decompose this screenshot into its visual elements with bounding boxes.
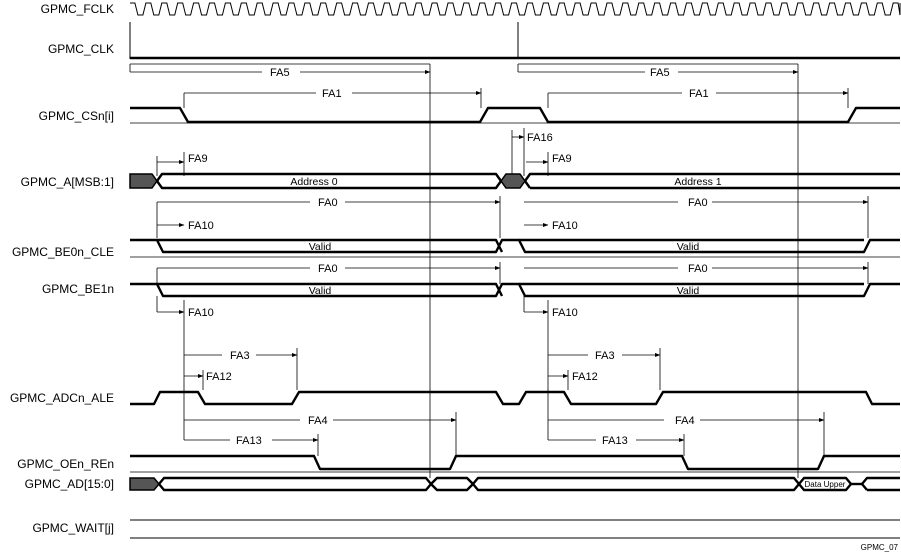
be1-valid-2: Valid xyxy=(677,285,700,297)
fa10-be1-timing: FA10 FA10 xyxy=(156,296,578,319)
fa1-label-1: FA1 xyxy=(322,88,342,100)
fa10-label-3: FA10 xyxy=(188,307,214,319)
fa12-label-1: FA12 xyxy=(206,371,232,383)
reference-lines xyxy=(183,64,799,478)
data-upper-value: Data Upper xyxy=(805,480,846,489)
address-bus: Address 0 Address 1 xyxy=(129,172,900,190)
fa4-label-2: FA4 xyxy=(675,415,695,427)
label-gpmc-ad: GPMC_AD[15:0] xyxy=(25,477,114,491)
wait-waveform xyxy=(130,519,900,539)
fa9-timing: FA9 FA9 xyxy=(156,152,572,176)
fa4-fa13-timing: FA4 FA13 FA4 FA13 xyxy=(184,412,825,456)
oen-waveform xyxy=(130,454,900,473)
label-gpmc-csn: GPMC_CSn[i] xyxy=(39,109,114,123)
fa13-label-1: FA13 xyxy=(236,435,262,447)
fa0-be0-timing: FA0 FA0 FA10 FA10 xyxy=(156,196,869,238)
fa1-timing: FA1 FA1 xyxy=(183,88,849,108)
fa9-label-2: FA9 xyxy=(552,153,572,165)
figure-id: GPMC_07 xyxy=(861,543,899,552)
label-gpmc-oen-ren: GPMC_OEn_REn xyxy=(17,457,114,471)
label-gpmc-a: GPMC_A[MSB:1] xyxy=(21,175,114,189)
be0-valid-2: Valid xyxy=(677,241,700,253)
label-gpmc-fclk: GPMC_FCLK xyxy=(41,2,114,16)
signal-labels: GPMC_FCLK GPMC_CLK GPMC_CSn[i] GPMC_A[MS… xyxy=(10,2,114,535)
clk-waveform xyxy=(129,22,900,60)
fa10-label-1: FA10 xyxy=(188,220,214,232)
address-1-value: Address 1 xyxy=(674,176,721,188)
be0-waveform: Valid Valid xyxy=(130,238,900,258)
fa5-label-2: FA5 xyxy=(650,67,670,79)
label-gpmc-be1n: GPMC_BE1n xyxy=(42,282,114,296)
label-gpmc-adcn-ale: GPMC_ADCn_ALE xyxy=(10,391,114,405)
label-gpmc-wait: GPMC_WAIT[j] xyxy=(32,521,114,535)
label-gpmc-be0n-cle: GPMC_BE0n_CLE xyxy=(12,245,114,259)
fa10-label-4: FA10 xyxy=(552,307,578,319)
fa0-label-2: FA0 xyxy=(688,197,708,209)
csn-waveform xyxy=(130,106,900,124)
fa0-label-1: FA0 xyxy=(318,197,338,209)
fa5-timing: FA5 FA5 xyxy=(129,63,799,79)
fa3-label-2: FA3 xyxy=(595,350,615,362)
fa4-label-1: FA4 xyxy=(308,415,328,427)
be1-valid-1: Valid xyxy=(309,285,332,297)
fa5-label-1: FA5 xyxy=(270,67,290,79)
fa9-label-1: FA9 xyxy=(188,153,208,165)
fa12-label-2: FA12 xyxy=(572,371,598,383)
be0-valid-1: Valid xyxy=(309,241,332,253)
fa16-label: FA16 xyxy=(527,132,553,144)
fa3-label-1: FA3 xyxy=(230,350,250,362)
label-gpmc-clk: GPMC_CLK xyxy=(48,42,114,56)
fa0-be1-timing: FA0 FA0 xyxy=(156,262,869,284)
fa3-fa12-timing: FA3 FA12 FA3 FA12 xyxy=(184,348,661,390)
fa10-label-2: FA10 xyxy=(552,220,578,232)
be1-waveform: Valid Valid xyxy=(130,282,900,298)
address-0-value: Address 0 xyxy=(290,176,337,188)
fa0-label-3: FA0 xyxy=(318,263,338,275)
fa1-label-2: FA1 xyxy=(689,88,709,100)
fa0-label-4: FA0 xyxy=(688,263,708,275)
adv-waveform xyxy=(130,390,900,406)
fa13-label-2: FA13 xyxy=(602,435,628,447)
fa16-timing: FA16 xyxy=(511,128,553,176)
ad-bus: Data Upper xyxy=(129,476,900,492)
fclk-waveform xyxy=(130,2,901,16)
